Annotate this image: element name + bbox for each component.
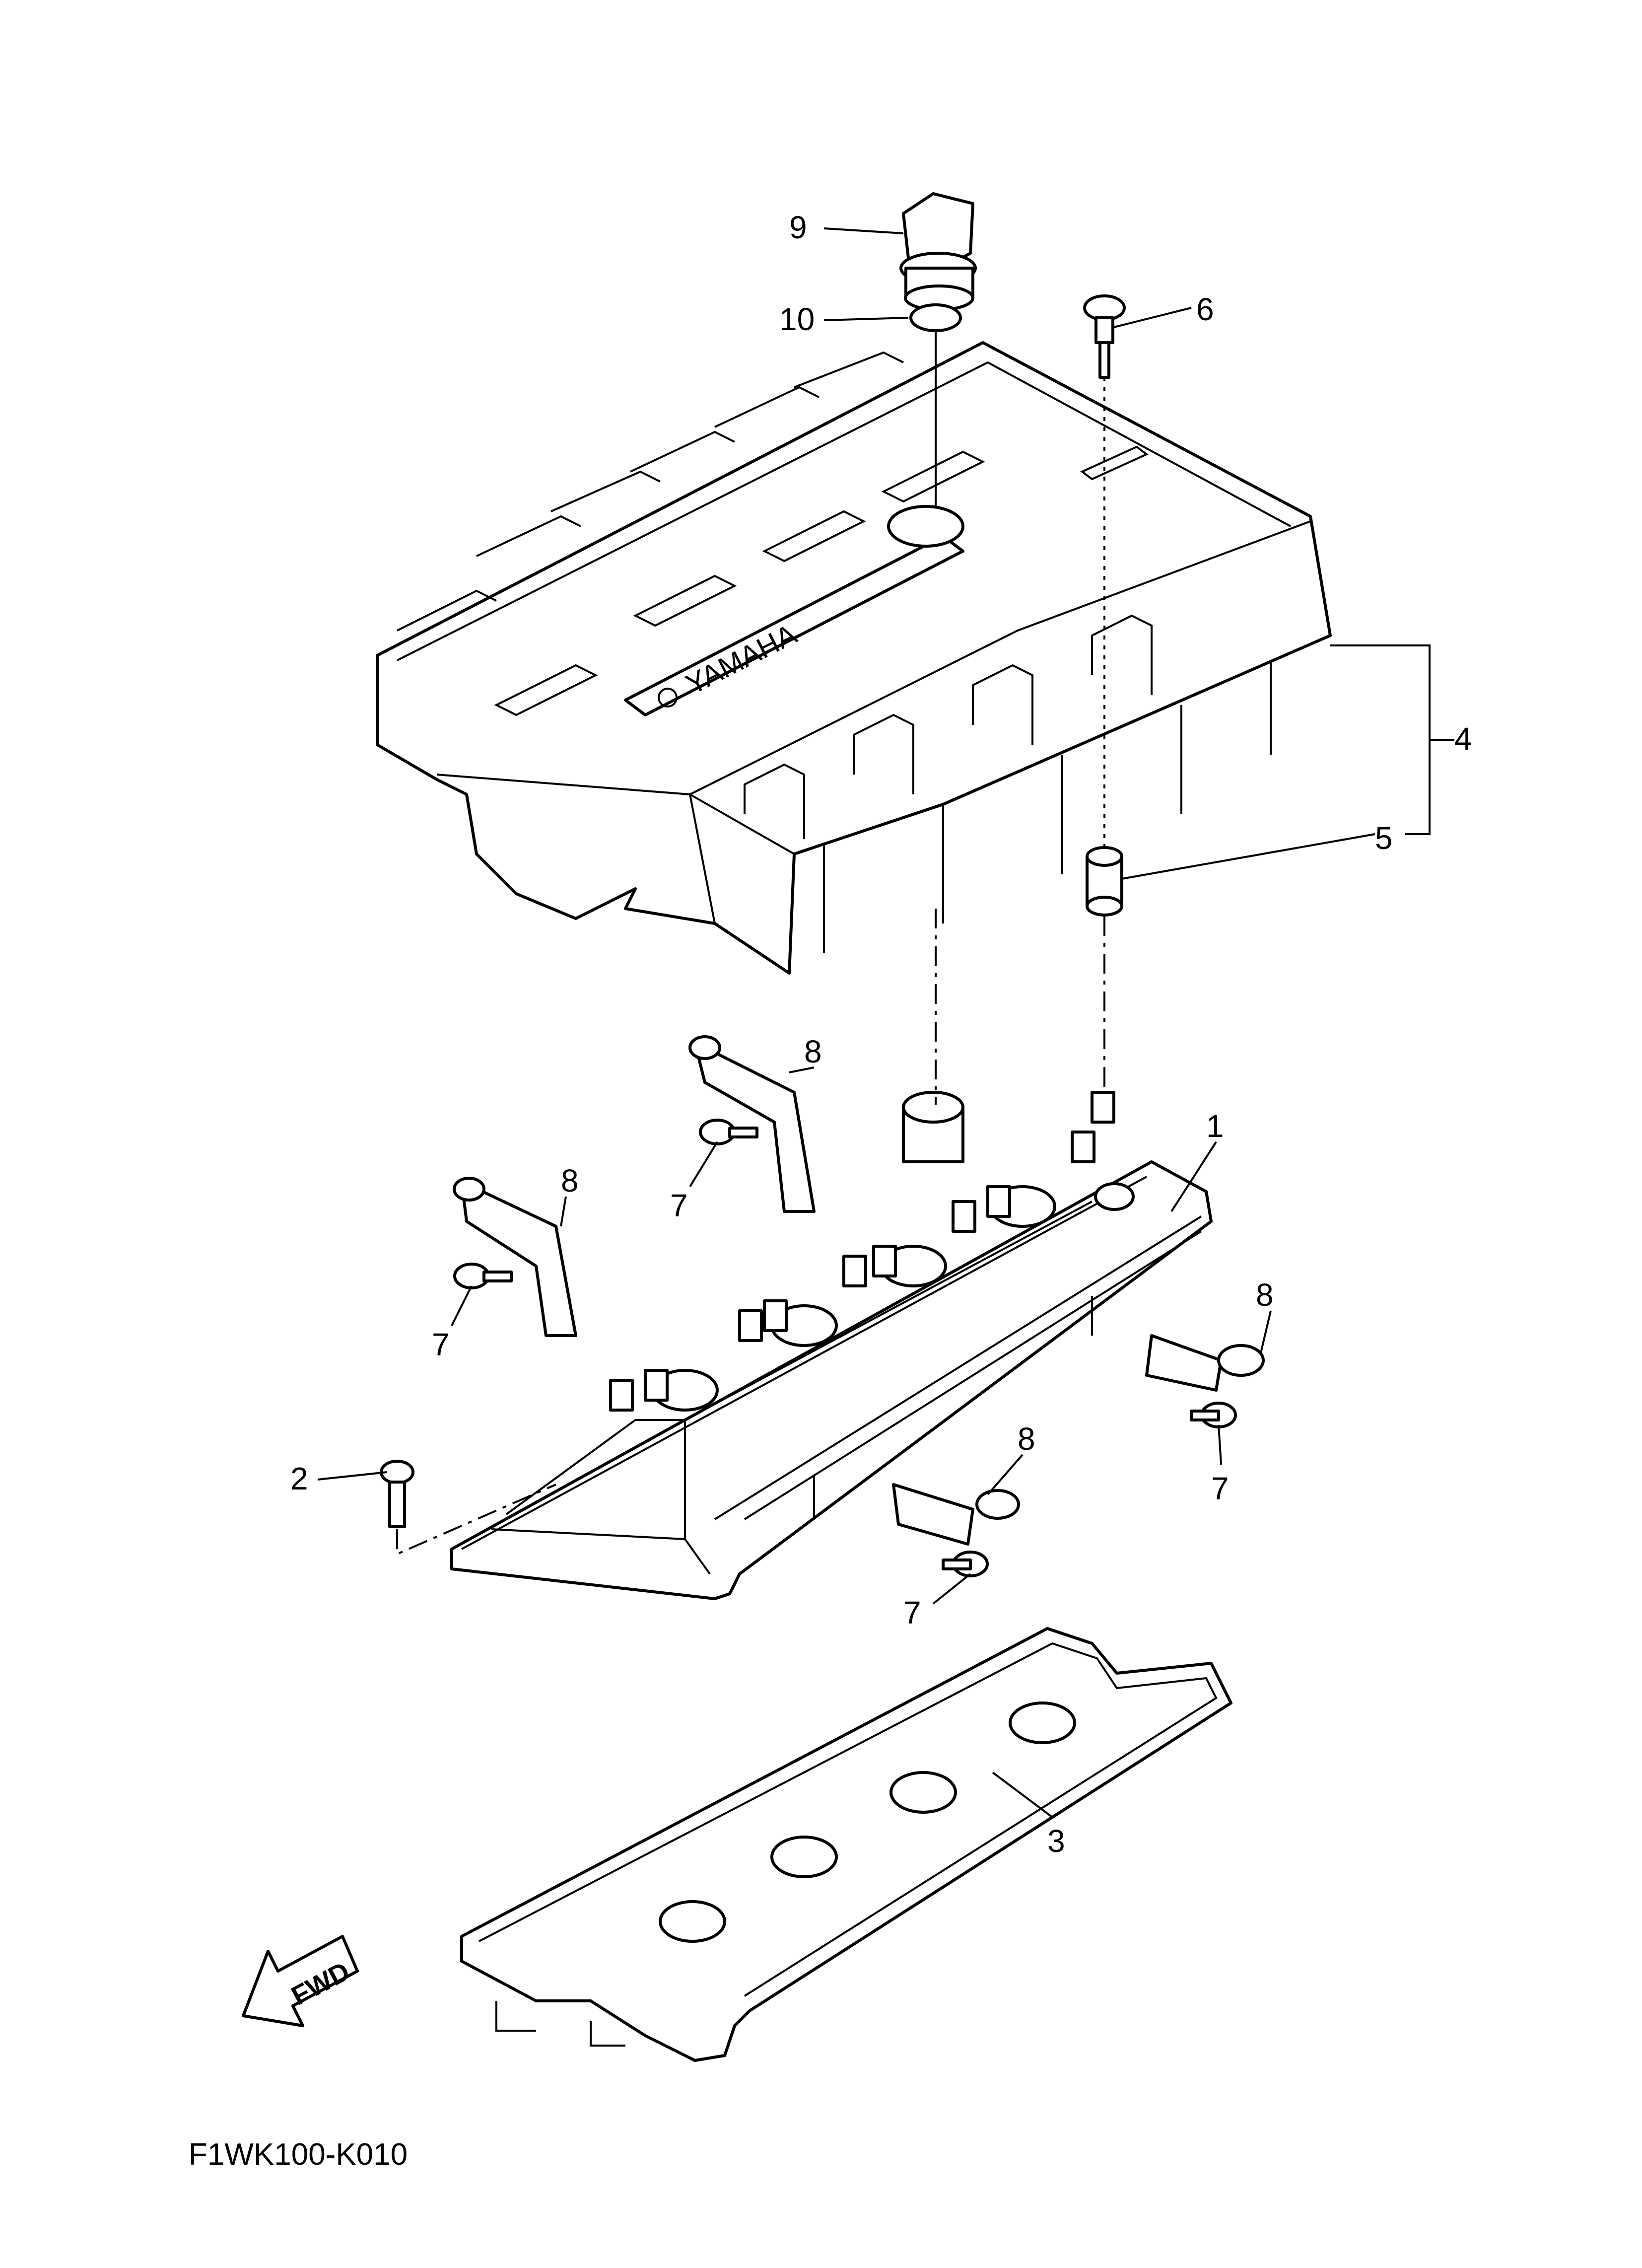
leader-line	[992, 1772, 1053, 1818]
callout-number: 4	[1454, 721, 1472, 757]
leader-line	[932, 1573, 971, 1605]
leader-line	[823, 317, 909, 321]
bracket	[688, 1035, 816, 1213]
callout-number: 9	[789, 210, 807, 245]
assembly-line	[396, 1484, 556, 1556]
cylinder-head-cover	[450, 1091, 1213, 1600]
bolt	[453, 1263, 513, 1289]
callout-number: 8	[1256, 1277, 1274, 1313]
callout-number: 5	[1375, 820, 1393, 856]
callout-number: 8	[804, 1034, 822, 1069]
callout-number: 2	[290, 1461, 308, 1496]
engine-top-cover: YAMAHA	[376, 341, 1332, 975]
leader-line	[1170, 1141, 1217, 1212]
grommet	[1086, 846, 1123, 917]
callout-number: 7	[1211, 1471, 1229, 1506]
screw	[1083, 294, 1126, 379]
bolt	[1190, 1402, 1237, 1428]
leader-line	[560, 1196, 567, 1227]
callout-number: 3	[1047, 1823, 1065, 1859]
callout-number: 7	[670, 1188, 688, 1223]
bracket	[892, 1483, 1020, 1546]
callout-number: 7	[432, 1327, 450, 1362]
callout-number: 10	[779, 301, 815, 337]
leader-line	[1330, 644, 1431, 835]
leader-line	[317, 1471, 388, 1481]
bolt	[380, 1460, 414, 1528]
bracket	[1145, 1334, 1265, 1392]
leader-line	[1218, 1424, 1222, 1465]
leader-line	[689, 1141, 718, 1188]
leader-line	[789, 1066, 815, 1073]
leader-line	[1121, 833, 1375, 880]
callout-number: 8	[561, 1163, 579, 1199]
leader-line	[1260, 1310, 1272, 1353]
callout-number: 8	[1018, 1421, 1035, 1457]
callout-number: 7	[903, 1595, 921, 1630]
leader-line	[1111, 307, 1192, 329]
o-ring	[909, 303, 962, 332]
leader-line	[451, 1285, 473, 1326]
callout-number: 6	[1196, 291, 1214, 327]
fwd-arrow-icon: FWD	[242, 1935, 359, 2027]
bolt	[942, 1551, 989, 1577]
oil-filler-cap	[899, 192, 977, 311]
leader-line	[987, 1454, 1024, 1495]
drawing-code: F1WK100-K010	[189, 2137, 408, 2172]
bolt	[699, 1119, 758, 1145]
callout-number: 1	[1206, 1108, 1224, 1144]
gasket	[460, 1627, 1232, 2062]
bracket	[453, 1177, 577, 1337]
leader-line	[823, 227, 904, 234]
